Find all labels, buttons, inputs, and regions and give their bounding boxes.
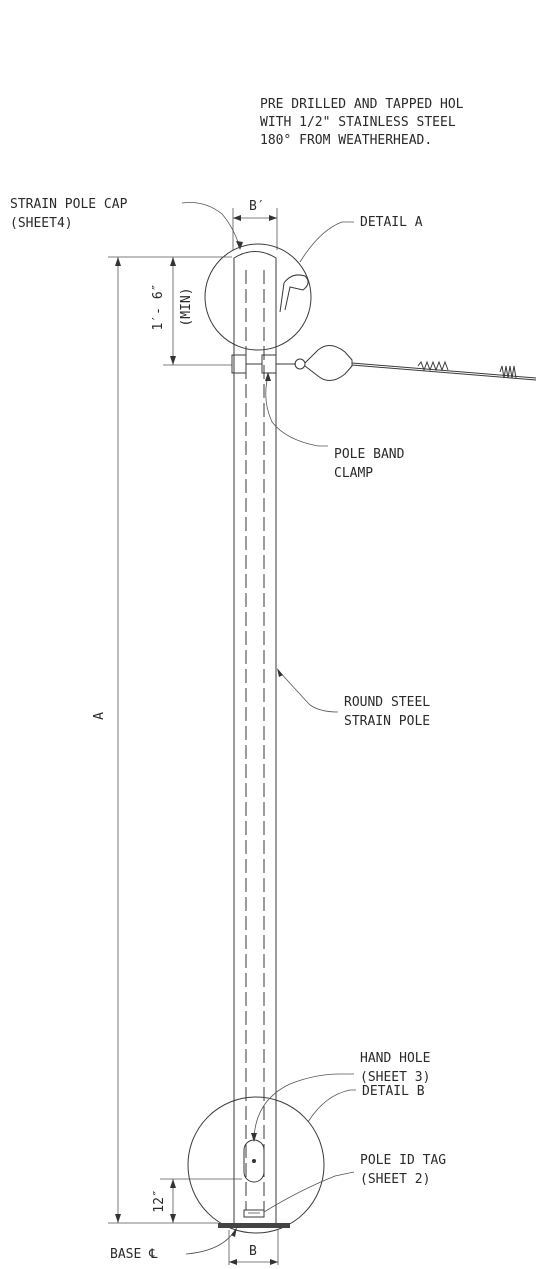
strain-pole-cap-leader xyxy=(181,202,241,249)
detail-b-leader xyxy=(307,1089,356,1123)
strain-pole-cap-label: STRAIN POLE CAP xyxy=(10,197,128,212)
bottom-length-dimension: 12″ xyxy=(152,1178,242,1223)
pole-id-tag-icon xyxy=(243,1209,265,1218)
top-length-label: 1′- 6″ xyxy=(151,284,166,331)
hand-hole-leader xyxy=(253,1073,354,1139)
detail-a-label: DETAIL A xyxy=(360,215,423,230)
pole-band-leader xyxy=(265,375,328,447)
a-label: A xyxy=(92,712,107,720)
round-steel-label: ROUND STEEL xyxy=(344,695,430,710)
base-label: BASE ℄ xyxy=(110,1247,158,1262)
detail-b-label: DETAIL B xyxy=(362,1084,425,1099)
pole-band-clamp xyxy=(231,354,306,374)
pole-id-tag-leader xyxy=(263,1171,355,1213)
round-steel-leader xyxy=(277,669,339,713)
top-length-dimension: 1′- 6″ (MIN) xyxy=(151,257,232,366)
pole-id-tag-label: POLE ID TAG xyxy=(360,1153,446,1168)
span-wire xyxy=(304,345,537,381)
pole-id-tag-sheet: (SHEET 2) xyxy=(360,1172,430,1187)
base-plate xyxy=(218,1223,290,1228)
note-line-2: WITH 1/2" STAINLESS STEEL xyxy=(260,115,456,130)
b-prime-label: B′ xyxy=(249,199,265,214)
pole-body xyxy=(233,251,277,1223)
note-line-1: PRE DRILLED AND TAPPED HOL xyxy=(260,97,464,112)
detail-b-circle xyxy=(187,1096,325,1234)
a-dimension: A xyxy=(92,256,232,1224)
cap-hook-icon xyxy=(279,274,309,313)
round-steel-label-2: STRAIN POLE xyxy=(344,714,430,729)
b-dimension: B xyxy=(228,1230,279,1265)
pole-band-label: POLE BAND xyxy=(334,447,405,462)
strain-pole-cap-sheet: (SHEET4) xyxy=(10,216,73,231)
top-length-min: (MIN) xyxy=(179,287,194,326)
hand-hole-label: HAND HOLE xyxy=(360,1051,430,1066)
base-leader xyxy=(185,1228,237,1255)
detail-a-circle xyxy=(204,243,312,351)
bottom-length-label: 12″ xyxy=(152,1189,167,1212)
pole-band-label-2: CLAMP xyxy=(334,466,373,481)
b-label: B xyxy=(249,1244,257,1259)
b-prime-dimension: B′ xyxy=(232,199,278,250)
detail-a-leader xyxy=(299,221,354,263)
note-line-3: 180° FROM WEATHERHEAD. xyxy=(260,133,432,148)
hand-hole-sheet: (SHEET 3) xyxy=(360,1070,430,1085)
